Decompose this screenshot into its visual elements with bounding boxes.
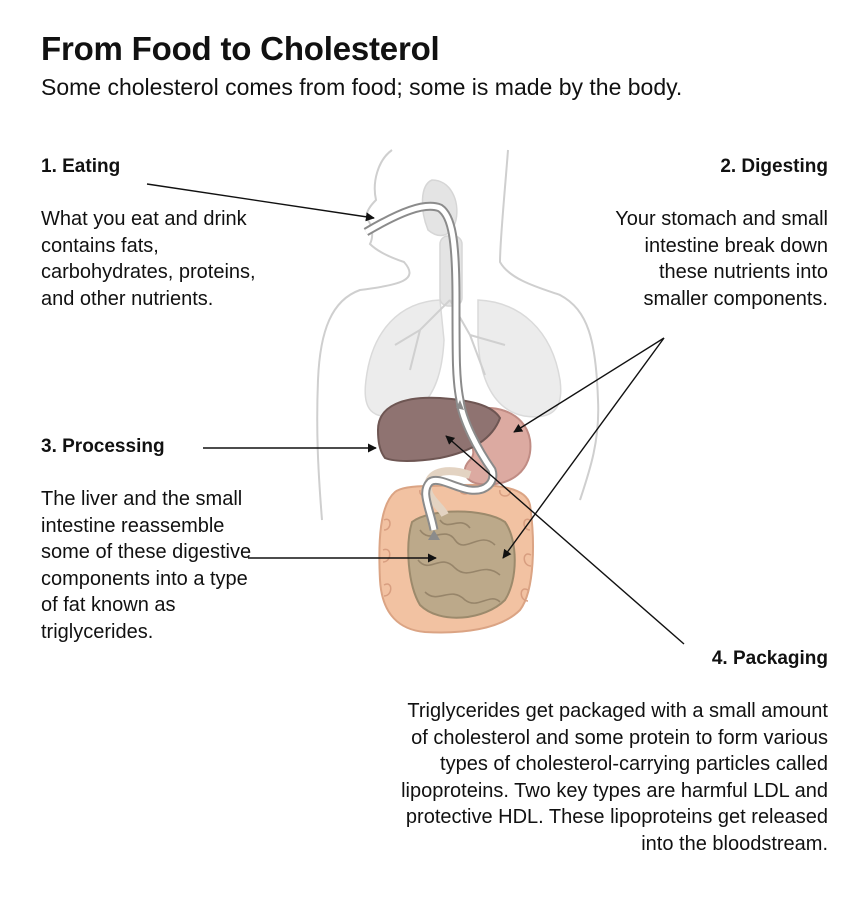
step-3-text: The liver and the small intestine reasse…	[41, 488, 252, 643]
callout-arrows	[146, 183, 685, 645]
step-4-text: Triglycerides get packaged with a small …	[401, 700, 828, 855]
digesting-arrow-stomach	[513, 337, 665, 433]
lungs	[364, 299, 562, 418]
liver	[376, 396, 502, 462]
step-3-title: 3. Processing	[41, 436, 165, 457]
digesting-arrow-intestine	[502, 337, 665, 559]
step-2-text: Your stomach and small intestine break d…	[615, 208, 828, 310]
packaging-arrow	[445, 435, 685, 645]
step-4-title: 4. Packaging	[711, 648, 828, 669]
step-1-text: What you eat and drink contains fats, ca…	[41, 208, 256, 310]
page-subtitle: Some cholesterol comes from food; some i…	[41, 74, 683, 100]
bronchi	[394, 299, 506, 376]
eating-arrow	[146, 183, 375, 222]
food-pathway	[363, 201, 498, 540]
step-2-title: 2. Digesting	[720, 156, 828, 177]
page-title: From Food to Cholesterol	[41, 30, 440, 67]
body-silhouette	[316, 149, 600, 521]
step-1-title: 1. Eating	[41, 156, 121, 177]
